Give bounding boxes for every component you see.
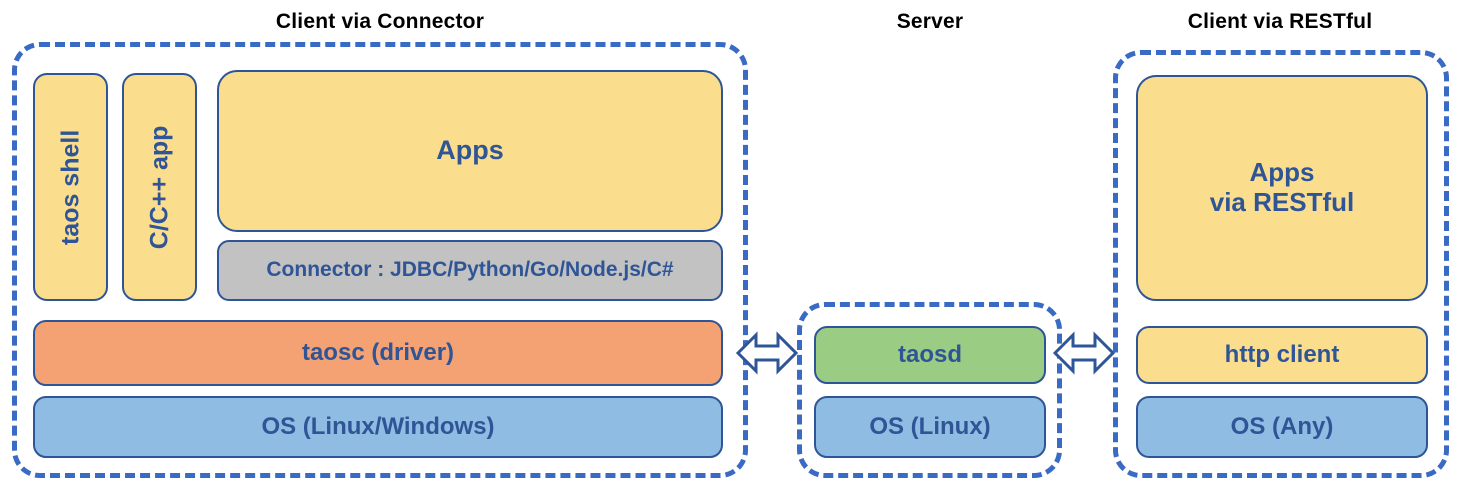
box-os-any[interactable]: OS (Any) (1136, 396, 1428, 458)
box-connector-label: Connector : JDBC/Python/Go/Node.js/C# (266, 258, 674, 282)
section-title-server: Server (896, 10, 964, 33)
box-taosc-driver-label: taosc (driver) (301, 339, 455, 367)
box-taos-shell-label: taos shell (56, 129, 85, 245)
section-title-client-restful: Client via RESTful (1187, 10, 1373, 33)
group-client-via-connector (12, 42, 748, 478)
box-taos-shell[interactable]: taos shell (33, 73, 108, 301)
box-http-client[interactable]: http client (1136, 326, 1428, 384)
box-apps-via-restful-label-line1: Apps (1249, 157, 1315, 188)
box-http-client-label: http client (1224, 341, 1340, 369)
box-os-linux[interactable]: OS (Linux) (814, 396, 1046, 458)
box-apps[interactable]: Apps (217, 70, 723, 232)
section-title-client-connector: Client via Connector (275, 10, 485, 33)
group-server (797, 302, 1062, 478)
box-taosd[interactable]: taosd (814, 326, 1046, 384)
box-apps-via-restful-label-line2: via RESTful (1209, 187, 1355, 217)
double-headed-arrow-icon-client-server (736, 330, 798, 376)
box-apps-via-restful[interactable]: Apps via RESTful (1136, 75, 1428, 301)
double-headed-arrow-icon-server-restful (1053, 330, 1115, 376)
box-taosc-driver[interactable]: taosc (driver) (33, 320, 723, 386)
box-c-cpp-app[interactable]: C/C++ app (122, 73, 197, 301)
box-taosd-label: taosd (897, 341, 962, 369)
box-os-linux-label: OS (Linux) (869, 413, 991, 441)
group-client-via-restful (1113, 50, 1449, 478)
box-c-cpp-app-label: C/C++ app (145, 125, 174, 249)
box-os-linux-windows[interactable]: OS (Linux/Windows) (33, 396, 723, 458)
box-os-any-label: OS (Any) (1230, 413, 1334, 441)
box-os-linux-windows-label: OS (Linux/Windows) (261, 413, 495, 441)
box-connector[interactable]: Connector : JDBC/Python/Go/Node.js/C# (217, 240, 723, 301)
box-apps-label: Apps (436, 135, 504, 166)
